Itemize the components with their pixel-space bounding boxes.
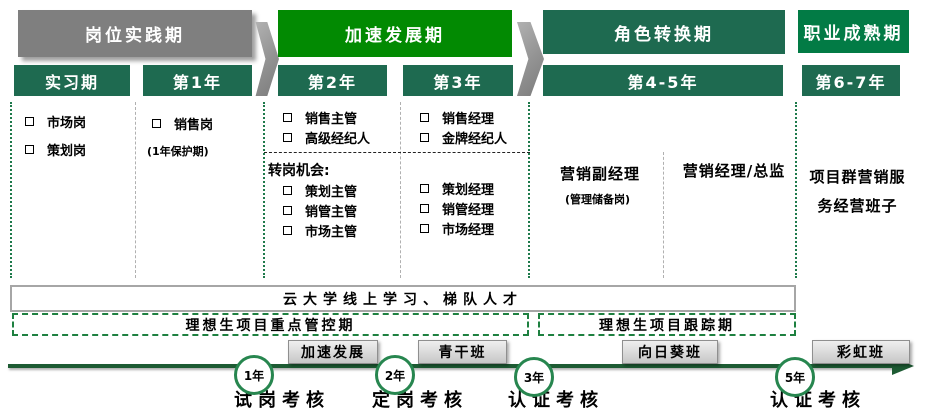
column-divider-dashed [135,102,136,278]
checkbox-icon [25,145,34,154]
list-item: 金牌经纪人 [420,128,507,147]
list-item: 市场经理 [420,219,494,238]
position-label: 市场岗 [47,116,87,131]
promotion-transfer-divider [264,152,530,153]
checkbox-icon [283,226,292,235]
checkbox-icon [152,119,161,128]
list-item: 市场主管 [283,221,357,240]
column-divider-dashed [663,152,664,278]
reserve-position-note: (管理储备岗) [565,193,631,206]
stage-maturity-header: 职业成熟期 [798,10,909,53]
column-divider-dotted [795,102,797,278]
manager-director-role: 营销经理/总监 [682,162,786,180]
position-label: 策划主管 [305,185,358,200]
stage-acceleration-header: 加速发展期 [278,10,512,57]
position-label: 销售主管 [305,112,358,127]
list-item: 销管主管 [283,201,357,220]
checkbox-icon [420,184,429,193]
list-item: 销管经理 [420,199,494,218]
year-box-1: 第1年 [143,65,252,96]
checkbox-icon [283,113,292,122]
class-badge: 青干班 [418,340,507,364]
right-chevron-arrow-icon [517,22,544,96]
project-group-role-line1: 项目群营销服 [809,168,906,186]
milestone-year-circle: 1年 [234,355,274,395]
year-box-3: 第3年 [403,65,513,96]
tracking-period-box: 理想生项目跟踪期 [538,313,796,336]
position-label: 策划岗 [47,144,87,159]
right-chevron-arrow-icon [255,22,279,96]
checkbox-icon [420,224,429,233]
class-badge: 向日葵班 [622,340,718,364]
year-box-6-7: 第6-7年 [802,65,900,96]
milestone-year-circle: 5年 [775,357,815,397]
checkbox-icon [25,117,34,126]
milestone-exam-label: 定岗考核 [372,390,468,411]
year-box-internship: 实习期 [14,65,130,96]
position-label: 销管经理 [442,203,495,218]
position-label: 销售经理 [442,112,495,127]
column-divider-dotted [10,102,12,278]
checkbox-icon [283,206,292,215]
list-item: 策划经理 [420,179,494,198]
year-box-2: 第2年 [278,65,387,96]
transfer-opportunity-title: 转岗机会: [268,163,330,179]
position-label: 销管主管 [305,205,358,220]
list-item: 高级经纪人 [283,128,370,147]
column-divider-dashed [400,102,401,278]
position-label: 高级经纪人 [305,132,371,147]
list-item: 销售主管 [283,108,357,127]
checkbox-icon [283,186,292,195]
stage-transition-header: 角色转换期 [543,10,785,54]
timeline-axis [8,364,894,368]
online-learning-bar: 云大学线上学习、梯队人才 [10,285,796,312]
position-label: 销售岗 [174,118,214,133]
position-label: 市场主管 [305,225,358,240]
checkbox-icon [420,113,429,122]
project-group-role-line2: 务经营班子 [817,197,898,215]
stage-practice-header: 岗位实践期 [18,10,252,57]
position-label: 金牌经纪人 [442,132,508,147]
checkbox-icon [420,133,429,142]
checkbox-icon [420,204,429,213]
column-divider-dotted [263,102,265,278]
list-item: 市场岗 [25,112,86,131]
list-item: 策划主管 [283,181,357,200]
milestone-year-circle: 3年 [514,357,554,397]
control-period-box: 理想生项目重点管控期 [12,313,529,336]
list-item: 销售经理 [420,108,494,127]
class-badge: 彩虹班 [812,340,910,364]
position-label: 策划经理 [442,183,495,198]
protection-period-note: (1年保护期) [147,145,209,158]
list-item: 策划岗 [25,140,86,159]
checkbox-icon [283,133,292,142]
class-badge: 加速发展 [288,340,378,364]
milestone-exam-label: 试岗考核 [234,390,330,411]
deputy-manager-role: 营销副经理 [559,165,640,183]
position-label: 市场经理 [442,223,495,238]
year-box-4-5: 第4-5年 [543,65,783,96]
list-item: 销售岗 [152,114,213,133]
milestone-year-circle: 2年 [375,355,415,395]
column-divider-dotted [528,102,530,278]
